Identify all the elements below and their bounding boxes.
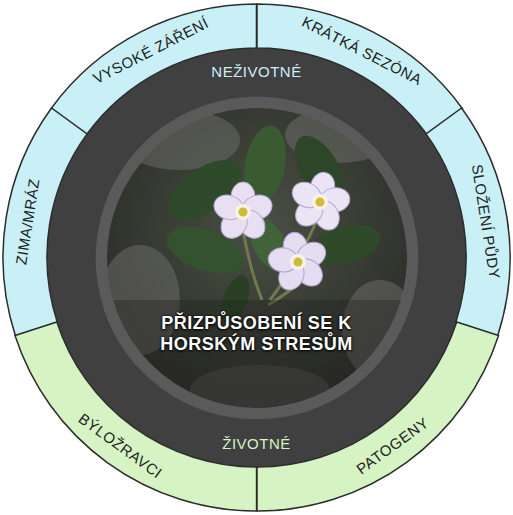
photo-content bbox=[100, 100, 420, 420]
stress-segment: BÝLOŽRAVCI bbox=[13, 320, 259, 513]
sector-shape bbox=[257, 4, 462, 135]
leaves bbox=[158, 122, 384, 328]
flower bbox=[211, 182, 275, 243]
sector-outline bbox=[424, 106, 512, 338]
category-band: ŽIVOTNÉ bbox=[55, 306, 458, 470]
flower bbox=[288, 170, 352, 234]
stress-segment: VYSOKÉ ZÁŘENÍ bbox=[49, 2, 258, 137]
stress-segment: SLOŽENÍ PŮDY bbox=[424, 106, 512, 338]
segment-label: ŽIVOTNÉ bbox=[222, 435, 291, 452]
flower bbox=[267, 230, 331, 294]
sector-outline bbox=[13, 320, 259, 513]
segment-label: ZIMA/MRÁZ bbox=[12, 177, 43, 266]
segment-label: VYSOKÉ ZÁŘENÍ bbox=[90, 14, 211, 87]
sector-shape bbox=[257, 322, 499, 511]
sector-shape bbox=[15, 322, 257, 511]
center-circle: PŘIZPŮSOBENÍ SE K HORSKÝM STRESŮM bbox=[94, 95, 420, 421]
photo-shade bbox=[100, 300, 420, 420]
circle-outline bbox=[94, 95, 420, 421]
sector-outline bbox=[255, 2, 464, 137]
sector-shape bbox=[3, 108, 87, 336]
sector-outline bbox=[1, 106, 89, 338]
segment-label: PATOGENY bbox=[353, 413, 432, 477]
sector-outline bbox=[49, 2, 258, 137]
segment-label: BÝLOŽRAVCI bbox=[75, 409, 165, 481]
segment-label: NEŽIVOTNÉ bbox=[211, 63, 301, 80]
category-band: NEŽIVOTNÉ bbox=[45, 46, 469, 325]
sector-outline bbox=[55, 306, 458, 470]
circle-ring bbox=[101, 102, 413, 414]
center-title: PŘIZPŮSOBENÍ SE K HORSKÝM STRESŮM bbox=[141, 313, 373, 354]
sector-shape bbox=[51, 4, 256, 135]
sector-outline bbox=[255, 320, 501, 513]
sector-shape bbox=[57, 308, 456, 468]
sector-outline bbox=[45, 46, 469, 325]
segment-label: SLOŽENÍ PŮDY bbox=[468, 163, 503, 280]
segment-label: KRÁTKÁ SEZÓNA bbox=[299, 13, 425, 88]
stress-segment: PATOGENY bbox=[255, 320, 501, 513]
sector-shape bbox=[47, 48, 467, 323]
sector-shape bbox=[426, 108, 510, 336]
photo-ground bbox=[100, 100, 420, 420]
stress-segment: ZIMA/MRÁZ bbox=[1, 106, 89, 338]
stress-segment: KRÁTKÁ SEZÓNA bbox=[255, 2, 464, 137]
